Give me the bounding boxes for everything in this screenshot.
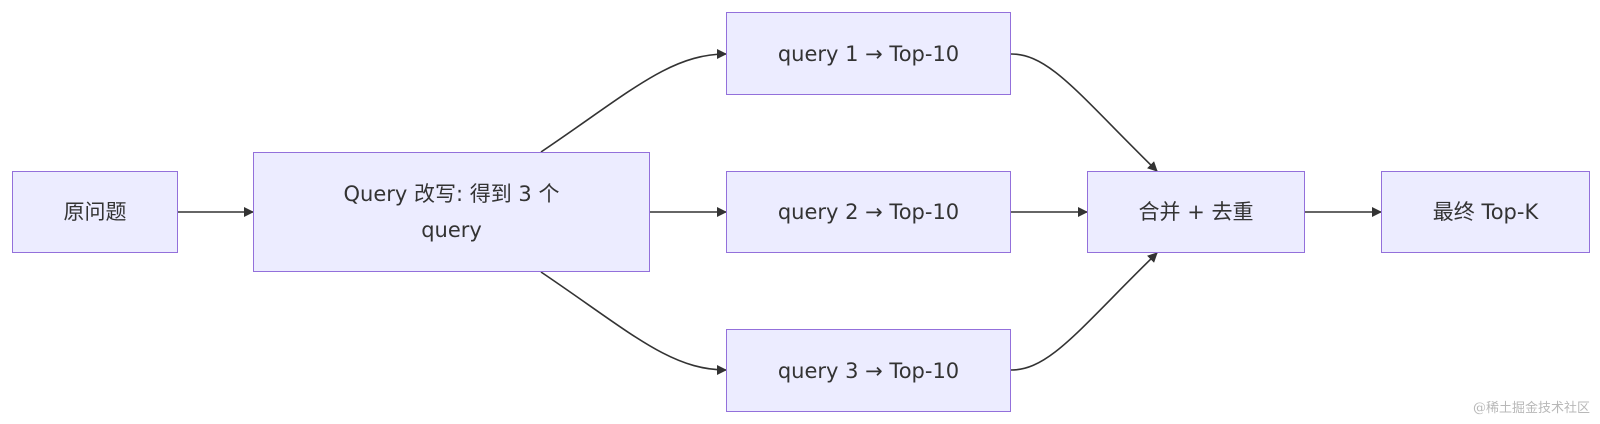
node-query-3: query 3 → Top-10 xyxy=(726,329,1011,412)
watermark: @稀土掘金技术社区 xyxy=(1472,401,1590,416)
node-query-1: query 1 → Top-10 xyxy=(726,12,1011,95)
edge-rewrite-to-q3 xyxy=(540,271,727,375)
node-merge-dedup-label: 合并 + 去重 xyxy=(1138,200,1254,224)
node-query-3-label: query 3 → Top-10 xyxy=(777,358,960,383)
node-original-question: 原问题 xyxy=(12,171,178,253)
edge-rewrite-to-q1 xyxy=(540,49,727,153)
node-query-2: query 2 → Top-10 xyxy=(726,171,1011,253)
node-merge-dedup: 合并 + 去重 xyxy=(1087,171,1305,253)
node-final-top-k: 最终 Top-K xyxy=(1381,171,1590,253)
node-query-1-label: query 1 → Top-10 xyxy=(777,41,960,66)
node-query-2-label: query 2 → Top-10 xyxy=(777,200,960,224)
node-final-top-k-label: 最终 Top-K xyxy=(1432,200,1539,224)
node-original-question-label: 原问题 xyxy=(63,200,127,224)
node-query-rewrite: Query 改写: 得到 3 个 query xyxy=(253,152,650,272)
edge-q3-to-merge xyxy=(1010,252,1158,371)
edge-q1-to-merge xyxy=(1010,53,1158,172)
node-query-rewrite-label: Query 改写: 得到 3 个 query xyxy=(343,182,560,242)
